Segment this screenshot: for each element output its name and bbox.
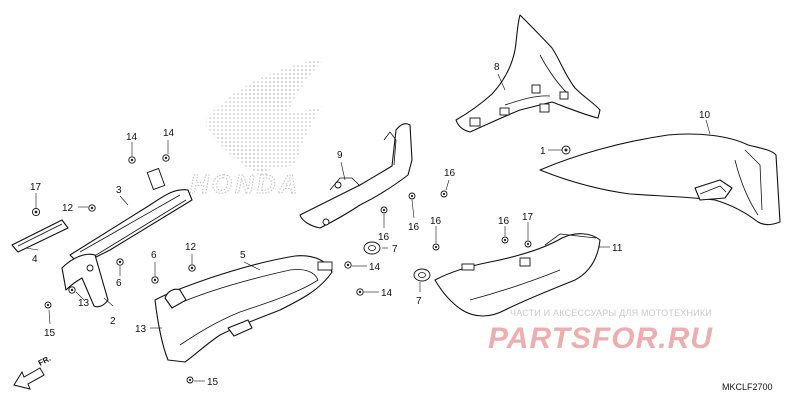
callout-11: 11 bbox=[612, 243, 623, 254]
callout-7b: 7 bbox=[416, 296, 422, 307]
watermark-tagline: ЧАСТИ И АКСЕССУАРЫ ДЛЯ МОТОТЕХНИКИ bbox=[510, 308, 712, 318]
callout-4: 4 bbox=[32, 254, 38, 265]
callout-17: 17 bbox=[30, 182, 42, 193]
part-4-strip bbox=[11, 219, 69, 253]
callout-16f: 17 bbox=[522, 212, 534, 223]
fasteners bbox=[31, 154, 532, 384]
callout-8: 8 bbox=[494, 62, 500, 73]
part-9-bracket bbox=[299, 123, 413, 229]
part-10-side-cover bbox=[539, 133, 781, 226]
watermark-site: PARTSFOR.RU bbox=[488, 322, 713, 355]
grommets bbox=[363, 145, 571, 282]
callout-14b: 14 bbox=[163, 128, 175, 139]
honda-wing-logo: HONDA bbox=[190, 58, 325, 200]
leader-lines bbox=[25, 73, 711, 382]
callout-15a: 15 bbox=[44, 328, 56, 339]
callout-6a: 6 bbox=[151, 250, 157, 261]
callout-14d: 14 bbox=[381, 288, 393, 299]
callout-2: 2 bbox=[110, 316, 116, 327]
grommet-7-upper bbox=[363, 241, 381, 255]
callout-3: 3 bbox=[116, 185, 122, 196]
site-watermark: ЧАСТИ И АКСЕССУАРЫ ДЛЯ МОТОТЕХНИКИ PARTS… bbox=[488, 308, 713, 355]
front-direction-indicator: FR. bbox=[13, 354, 53, 390]
callout-16e: 16 bbox=[498, 216, 510, 227]
callout-12b: 12 bbox=[185, 242, 197, 253]
front-label: FR. bbox=[37, 354, 53, 368]
callout-6b: 6 bbox=[116, 278, 122, 289]
callout-14c: 14 bbox=[369, 262, 381, 273]
diagram-code: MKCLF2700 bbox=[722, 382, 773, 392]
callout-12a: 12 bbox=[62, 203, 74, 214]
grommet-7-lower bbox=[413, 268, 431, 282]
part-8-inner-panel-upper bbox=[455, 14, 601, 133]
part-5-lower-panel bbox=[154, 255, 333, 363]
callout-16c: 16 bbox=[378, 232, 390, 243]
callout-1: 1 bbox=[540, 146, 546, 157]
callout-15b: 15 bbox=[207, 377, 219, 388]
part-11-lower-right-panel bbox=[434, 233, 601, 317]
callout-13b: 13 bbox=[135, 324, 147, 335]
callout-7a: 7 bbox=[392, 244, 398, 255]
callout-labels: 1 2 3 4 5 6 6 7 7 8 9 10 11 12 12 13 13 … bbox=[30, 62, 711, 388]
callout-5: 5 bbox=[240, 250, 246, 261]
callout-16a: 16 bbox=[444, 168, 456, 179]
honda-wordmark: HONDA bbox=[190, 169, 300, 199]
callout-10: 10 bbox=[699, 110, 711, 121]
part-2-lower-bracket bbox=[61, 253, 109, 308]
callout-16d: 16 bbox=[430, 216, 442, 227]
part-3-upper-rail bbox=[69, 167, 193, 266]
callout-9: 9 bbox=[337, 150, 343, 161]
front-arrow-icon bbox=[13, 367, 45, 390]
callout-14a: 14 bbox=[126, 132, 138, 143]
callout-16b: 16 bbox=[408, 222, 420, 233]
callout-13a: 13 bbox=[78, 298, 90, 309]
